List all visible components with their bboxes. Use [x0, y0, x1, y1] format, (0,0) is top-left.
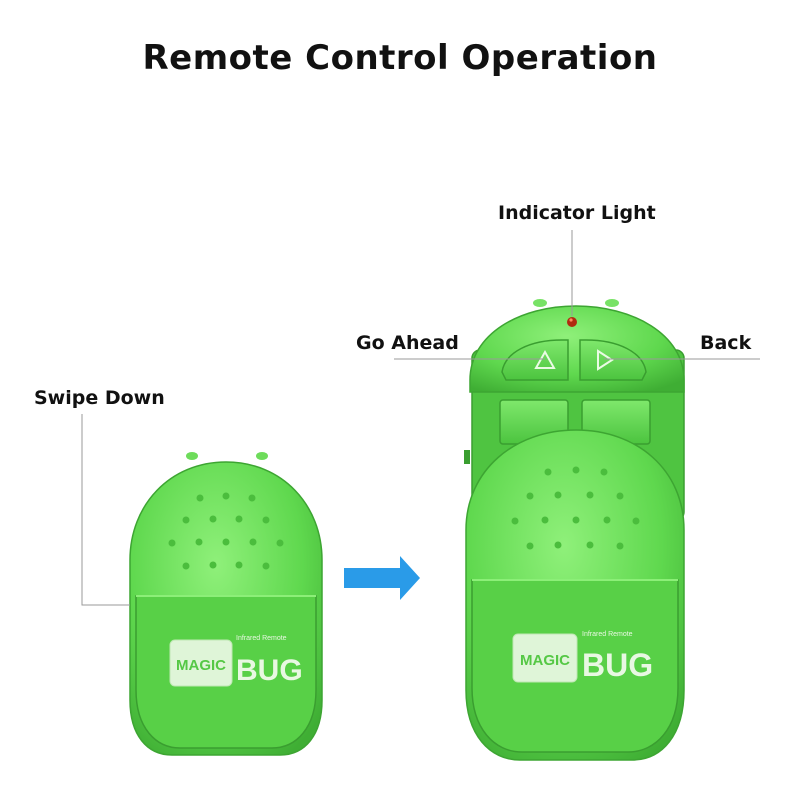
- arrow-icon: [344, 556, 420, 600]
- grip-dots: [511, 466, 640, 550]
- brand-magic: MAGIC: [520, 652, 570, 669]
- remote-open: MAGIC BUG Infrared Remote: [464, 299, 685, 761]
- go-ahead-button: [501, 339, 569, 381]
- top-bump: [186, 452, 198, 460]
- brand-logo: MAGIC BUG Infrared Remote: [169, 635, 303, 687]
- brand-logo: MAGIC BUG Infrared Remote: [512, 631, 653, 683]
- brand-bug: BUG: [582, 647, 653, 683]
- brand-sub: Infrared Remote: [236, 635, 287, 642]
- brand-sub: Infrared Remote: [582, 631, 633, 638]
- grip-dots: [168, 492, 284, 570]
- swipe-down-label: Swipe Down: [34, 387, 165, 409]
- brand-magic: MAGIC: [176, 657, 226, 674]
- back-label: Back: [700, 332, 752, 354]
- remote-closed: MAGIC BUG Infrared Remote: [129, 452, 323, 756]
- back-button: [579, 339, 647, 381]
- top-cap: [469, 305, 685, 393]
- top-bump: [256, 452, 268, 460]
- indicator-light-label: Indicator Light: [498, 202, 656, 224]
- indicator-light-icon: [567, 317, 577, 327]
- page-title: Remote Control Operation: [142, 38, 658, 78]
- swipe-down-leader: [81, 414, 130, 606]
- brand-bug: BUG: [236, 654, 303, 687]
- go-ahead-label: Go Ahead: [356, 332, 459, 354]
